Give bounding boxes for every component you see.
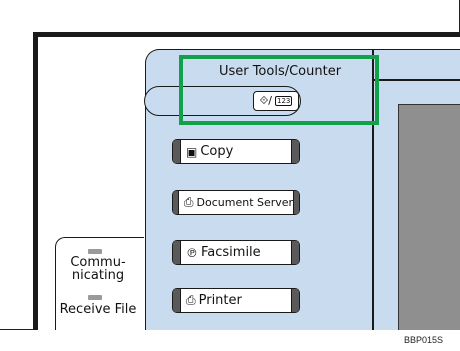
copy-icon: ▣ [186,144,198,159]
facsimile-key-cap [291,241,299,264]
user-tools-label: User Tools/Counter [218,64,342,79]
printer-key-indicator [173,289,181,312]
printer-icon: ⎙ [186,293,196,307]
copy-key-cap [291,140,299,163]
printer-key-label: Printer [198,293,242,308]
copy-key-label: Copy [200,144,234,159]
panel-divider [372,49,374,330]
receive-file-lamp [88,295,102,300]
user-tools-counter-key[interactable]: ⟐/ 123 [253,91,299,111]
communicating-label: Commu- nicating [70,255,126,283]
printer-key-cap [291,289,299,312]
printer-key[interactable]: ⎙ Printer [172,288,300,313]
user-tools-icon: ⟐/ [259,94,272,107]
document-server-key-cap [293,191,299,214]
document-server-key[interactable]: ⎙ Document Server [172,190,300,215]
display-screen [398,104,460,330]
figure-code: BBP015S [404,335,444,345]
copy-key-indicator [173,140,181,163]
document-server-key-indicator [173,191,179,214]
highlight-box [179,55,379,125]
facsimile-key[interactable]: ℗ Facsimile [172,240,300,265]
receive-file-label: Receive File [59,302,137,317]
panel-top-edge [372,79,460,81]
document-server-icon: ⎙ [183,195,194,209]
counter-icon: 123 [275,96,293,106]
copy-key[interactable]: ▣ Copy [172,139,300,164]
facsimile-key-label: Facsimile [201,245,261,260]
facsimile-key-indicator [173,241,181,264]
facsimile-icon: ℗ [186,245,198,260]
document-server-key-label: Document Server [196,196,294,209]
communicating-lamp [88,249,102,254]
